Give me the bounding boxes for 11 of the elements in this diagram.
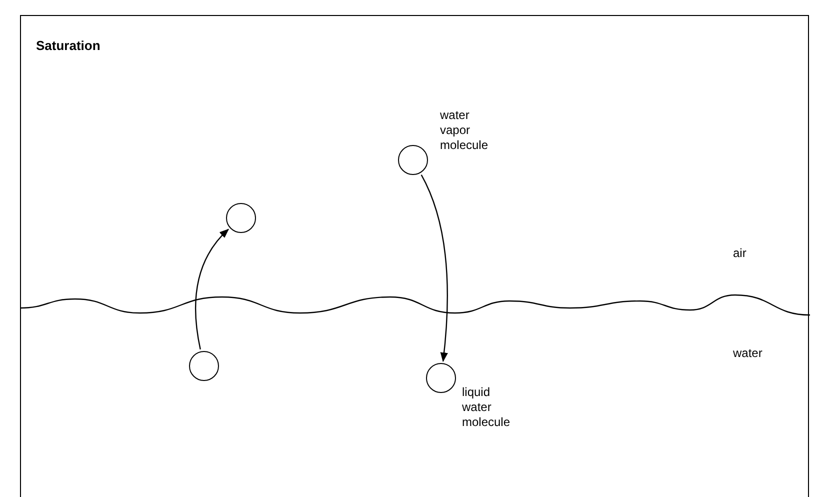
molecule-circle [398, 145, 428, 175]
molecule-circle [426, 363, 456, 393]
region-label: air [733, 246, 748, 261]
arrow [195, 228, 230, 350]
region-label: water [733, 346, 764, 361]
title: Saturation [36, 38, 100, 53]
molecule-circle [226, 203, 256, 233]
molecule-label: water vapor molecule [440, 108, 490, 153]
arrow [420, 174, 448, 362]
molecule-circle [189, 351, 219, 381]
molecule-label: liquid water molecule [462, 385, 512, 430]
